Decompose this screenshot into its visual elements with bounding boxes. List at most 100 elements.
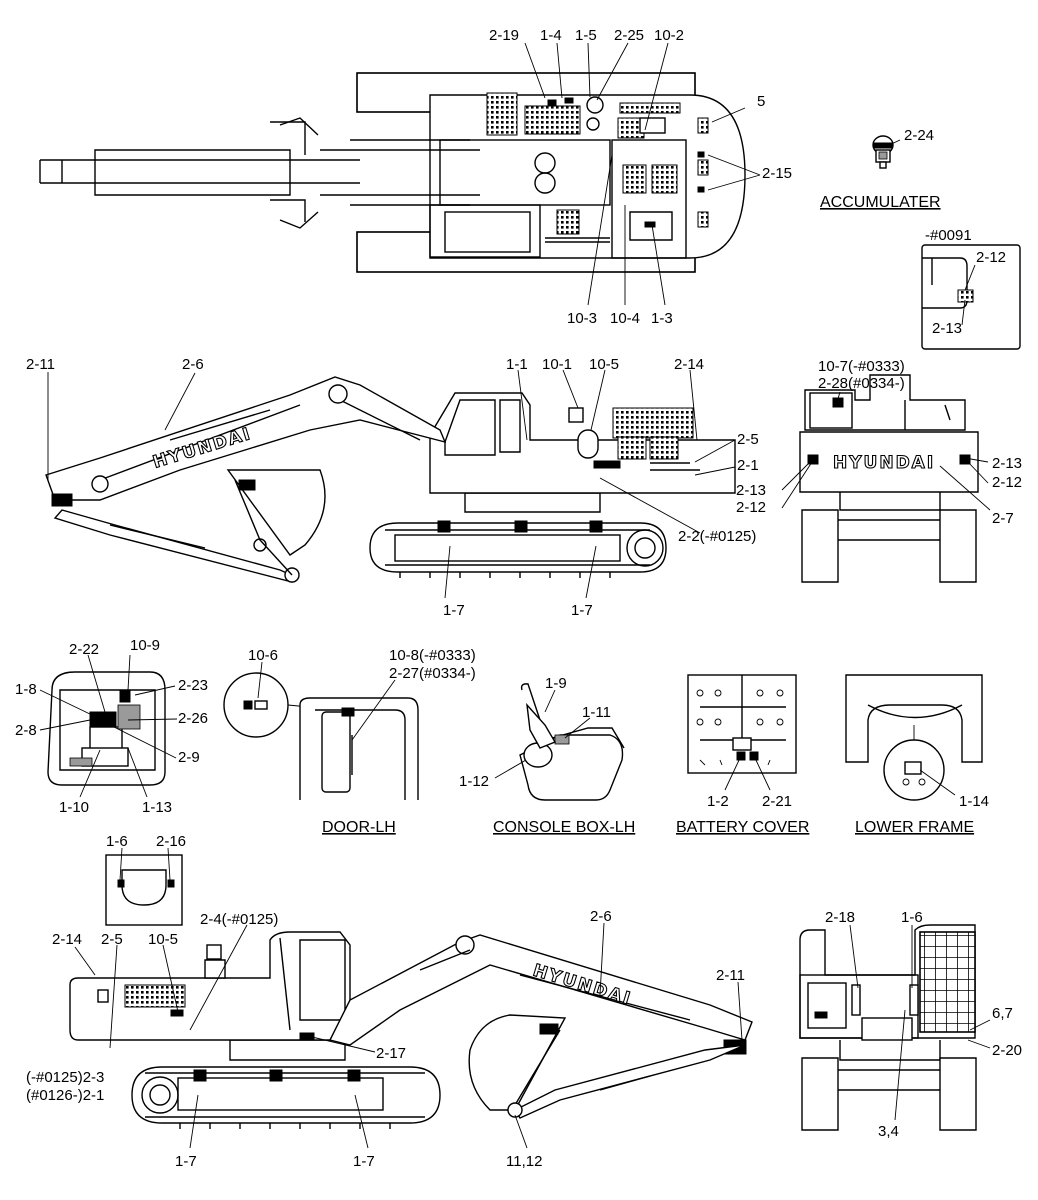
caption-battery-cover: BATTERY COVER [676,819,809,836]
label-5: 5 [757,93,765,110]
label-1-9: 1-9 [545,675,567,692]
lower-frame-leaders [919,769,956,796]
label-10-2: 10-2 [654,27,684,44]
serial-detail-box [921,244,1021,350]
label-2-16: 2-16 [156,833,186,850]
door-lh-leaders [257,661,396,741]
label-10-3: 10-3 [567,310,597,327]
caption-door-lh: DOOR-LH [322,819,396,836]
label-2-19: 2-19 [489,27,519,44]
label-1-6-front: 1-6 [901,909,923,926]
label-2-12-detail: 2-12 [976,249,1006,266]
label-1-7-lh-rear: 1-7 [353,1153,375,1170]
label-2-1-lh: (#0126-)2-1 [26,1087,104,1104]
label-2-15: 2-15 [762,165,792,182]
label-10-4: 10-4 [610,310,640,327]
hood-detail-view [105,854,183,926]
side-view-lh-labels: 2-4(-#0125) 2-14 2-5 10-5 2-6 2-11 2-17 … [26,908,745,1170]
hood-detail-labels: 1-6 2-16 [106,833,186,850]
front-view-leaders [849,924,991,1121]
rear-view-leaders [781,391,991,511]
side-view-rh-leaders [47,369,736,599]
label-2-24: 2-24 [904,127,934,144]
label-2-6-lh: 2-6 [590,908,612,925]
label-2-7: 2-7 [992,510,1014,527]
label-2-4: 2-4(-#0125) [200,911,278,928]
label-2-28: 2-28(#0334-) [818,375,905,392]
side-view-lh-leaders [74,922,743,1149]
rear-view-brand: HYUNDAI [833,453,935,473]
rear-view-machine: HYUNDAI [799,374,979,583]
top-view-labels: 2-19 1-4 1-5 2-25 10-2 5 2-24 2-15 10-3 … [489,27,1006,337]
label-10-6: 10-6 [248,647,278,664]
front-view-labels: 2-18 1-6 6,7 2-20 3,4 [825,909,1022,1140]
console-box-lh-view [519,683,625,801]
label-2-12-rear-left: 2-12 [736,499,766,516]
label-1-7-lh-front: 1-7 [175,1153,197,1170]
label-2-20: 2-20 [992,1042,1022,1059]
top-view-machine [39,72,746,273]
label-1-4: 1-4 [540,27,562,44]
label-2-13-rear-right: 2-13 [992,455,1022,472]
label-2-1: 2-1 [737,457,759,474]
cab-interior-view [47,671,166,786]
label-1-13: 1-13 [142,799,172,816]
label-1-7-rh-front: 1-7 [443,602,465,619]
label-2-18: 2-18 [825,909,855,926]
label-3-4: 3,4 [878,1123,899,1140]
label-2-26: 2-26 [178,710,208,727]
cab-interior-leaders [39,654,178,798]
label-2-2: 2-2(-#0125) [678,528,756,545]
label-2-23: 2-23 [178,677,208,694]
label-10-5-lh: 10-5 [148,931,178,948]
label-2-13-rear-left: 2-13 [736,482,766,499]
label-2-9: 2-9 [178,749,200,766]
console-box-lh-labels: 1-9 1-11 1-12 CONSOLE BOX-LH [459,675,635,836]
label-10-7: 10-7(-#0333) [818,358,905,375]
label-2-27: 2-27(#0334-) [389,665,476,682]
label-1-5: 1-5 [575,27,597,44]
label-2-12-rear-right: 2-12 [992,474,1022,491]
console-box-lh-leaders [494,689,591,779]
label-2-17: 2-17 [376,1045,406,1062]
battery-cover-view [687,674,797,774]
caption-console-box-lh: CONSOLE BOX-LH [493,819,635,836]
front-view-machine [799,924,977,1131]
accumulator-part [872,135,894,169]
label-1-8: 1-8 [15,681,37,698]
label-2-5: 2-5 [737,431,759,448]
caption-lower-frame: LOWER FRAME [855,819,974,836]
label-1-7-rh-rear: 1-7 [571,602,593,619]
label-11-12: 11,12 [506,1153,542,1170]
label-2-14-lh: 2-14 [52,931,82,948]
label-2-3: (-#0125)2-3 [26,1069,104,1086]
door-lh-view [223,672,419,800]
label-10-9: 10-9 [130,637,160,654]
battery-cover-labels: 1-2 2-21 BATTERY COVER [676,793,809,836]
battery-cover-leaders [724,757,771,791]
label-1-6-hood: 1-6 [106,833,128,850]
caption-accumulater: ACCUMULATER [820,194,941,211]
label-10-1: 10-1 [542,356,572,373]
label-2-11: 2-11 [26,356,55,373]
label-2-13-detail: 2-13 [932,320,962,337]
caption-serial-note: -#0091 [925,227,972,244]
label-1-3: 1-3 [651,310,673,327]
label-10-5: 10-5 [589,356,619,373]
label-1-14: 1-14 [959,793,989,810]
label-1-10: 1-10 [59,799,89,816]
label-6-7: 6,7 [992,1005,1013,1022]
label-2-6: 2-6 [182,356,204,373]
label-1-1: 1-1 [506,356,528,373]
cab-interior-labels: 2-22 10-9 1-8 2-23 2-8 2-26 2-9 1-10 1-1… [15,637,208,816]
label-2-21: 2-21 [762,793,792,810]
label-2-11-lh: 2-11 [716,967,745,984]
door-lh-labels: 10-6 10-8(-#0333) 2-27(#0334-) DOOR-LH [248,647,476,836]
rear-view-labels: 10-7(-#0333) 2-28(#0334-) 2-13 2-12 2-13… [736,358,1022,527]
label-1-11: 1-11 [582,704,611,721]
label-2-25: 2-25 [614,27,644,44]
top-view-leaders [524,42,976,326]
label-1-12: 1-12 [459,773,489,790]
lower-frame-view [845,674,983,801]
